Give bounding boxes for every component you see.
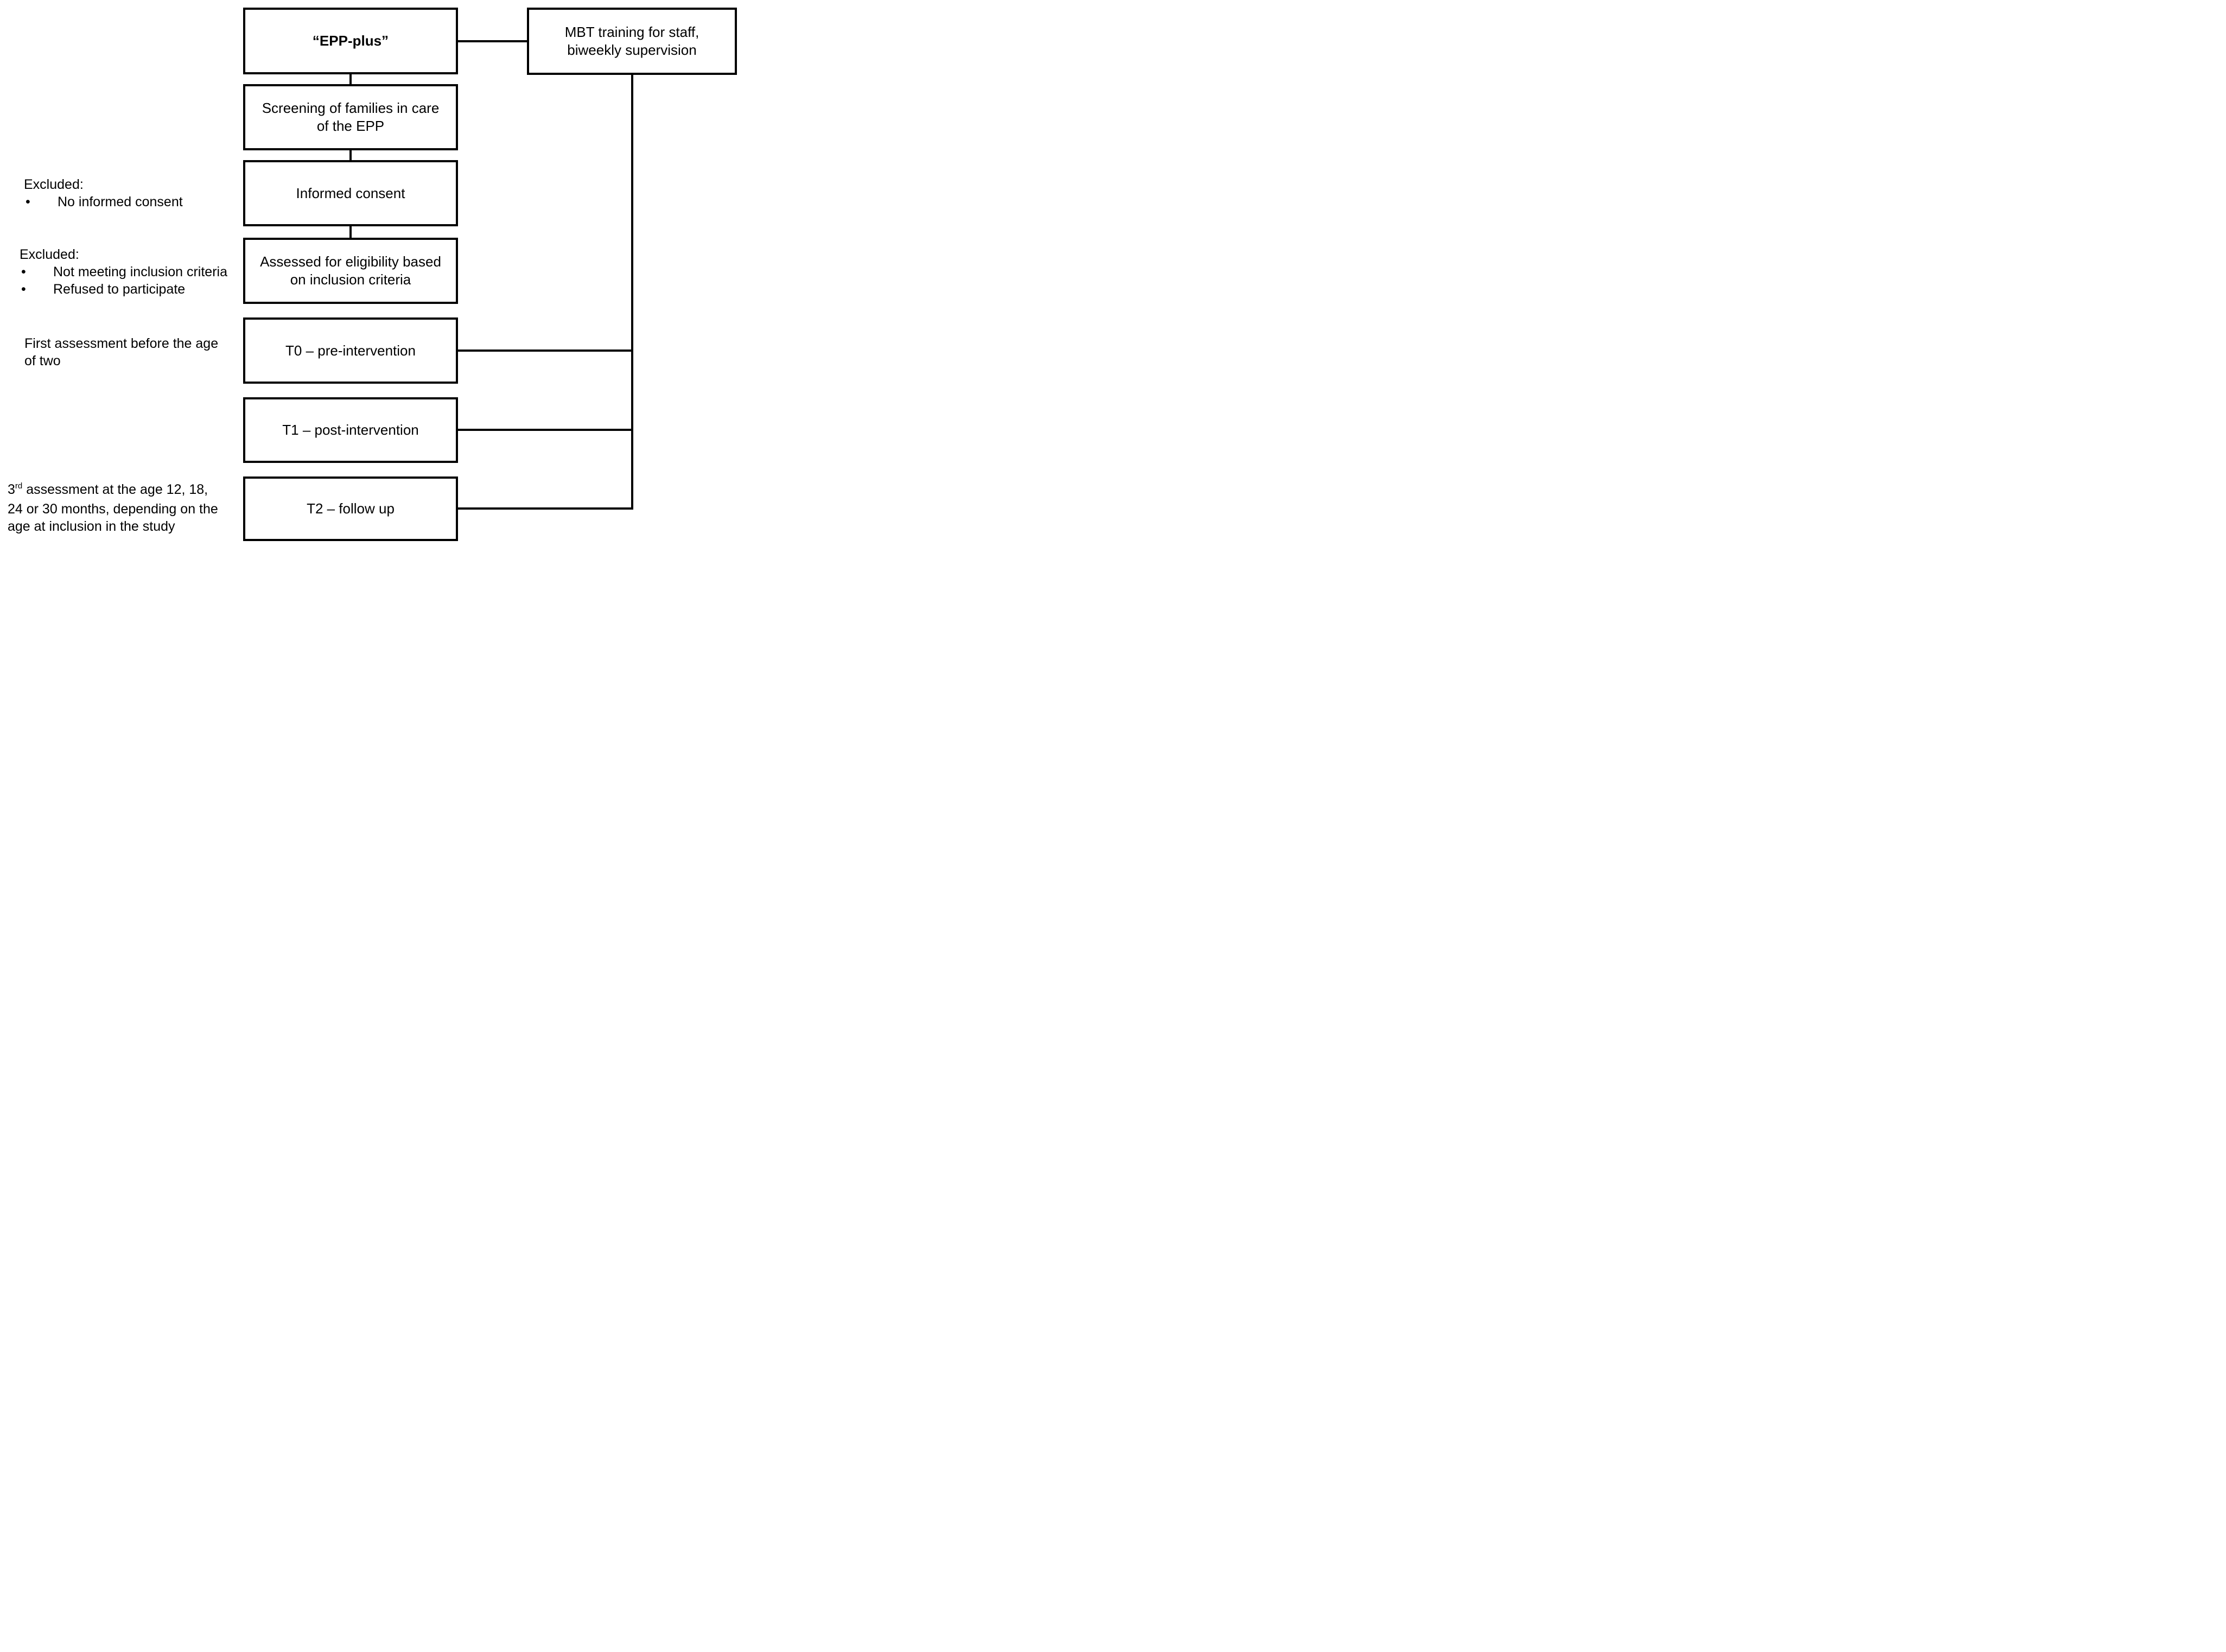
first-assessment-text: First assessment before the age of two xyxy=(24,336,219,368)
excluded-consent-item: • No informed consent xyxy=(24,193,183,211)
excluded-eligibility-item-text: Refused to participate xyxy=(53,282,186,297)
third-assessment-line1-rest: assessment at the age 12, 18, xyxy=(22,482,208,497)
third-assessment-line3: age at inclusion in the study xyxy=(8,519,175,534)
excluded-consent-note: Excluded: • No informed consent xyxy=(24,176,183,211)
excluded-eligibility-item-text: Not meeting inclusion criteria xyxy=(53,264,227,279)
third-assessment-superscript: rd xyxy=(15,481,23,491)
connector-screening-informed xyxy=(349,150,352,161)
connector-t1-mbt xyxy=(457,429,633,431)
connector-t2-mbt xyxy=(457,507,633,510)
connector-mbt-vertical xyxy=(631,74,633,510)
excluded-eligibility-item: • Refused to participate xyxy=(20,281,227,298)
excluded-consent-item-text: No informed consent xyxy=(58,194,183,209)
t0-box: T0 – pre-intervention xyxy=(243,317,458,384)
third-assessment-line2: 24 or 30 months, depending on the xyxy=(8,501,218,517)
excluded-eligibility-item: • Not meeting inclusion criteria xyxy=(20,263,227,281)
first-assessment-note: First assessment before the age of two xyxy=(24,335,218,370)
connector-informed-eligibility xyxy=(349,226,352,238)
study-flow-diagram: “EPP-plus” Screening of families in care… xyxy=(0,0,742,551)
eligibility-box: Assessed for eligibility based on inclus… xyxy=(243,238,458,304)
epp-plus-box: “EPP-plus” xyxy=(243,8,458,74)
mbt-training-box: MBT training for staff, biweekly supervi… xyxy=(527,8,737,75)
connector-epp-mbt xyxy=(457,40,528,42)
third-assessment-prefix: 3 xyxy=(8,482,15,497)
bullet-icon: • xyxy=(26,194,30,209)
bullet-icon: • xyxy=(21,264,26,279)
screening-box: Screening of families in care of the EPP xyxy=(243,84,458,150)
bullet-icon: • xyxy=(21,282,26,297)
excluded-eligibility-title: Excluded: xyxy=(20,247,79,262)
connector-epp-screening xyxy=(349,74,352,85)
t2-box: T2 – follow up xyxy=(243,476,458,541)
excluded-eligibility-note: Excluded: • Not meeting inclusion criter… xyxy=(20,246,227,298)
third-assessment-note: 3rd assessment at the age 12, 18, 24 or … xyxy=(8,481,218,535)
connector-t0-mbt xyxy=(457,350,633,352)
third-assessment-line1: 3rd assessment at the age 12, 18, xyxy=(8,481,218,500)
excluded-consent-title: Excluded: xyxy=(24,177,84,192)
t1-box: T1 – post-intervention xyxy=(243,397,458,463)
informed-consent-box: Informed consent xyxy=(243,160,458,226)
